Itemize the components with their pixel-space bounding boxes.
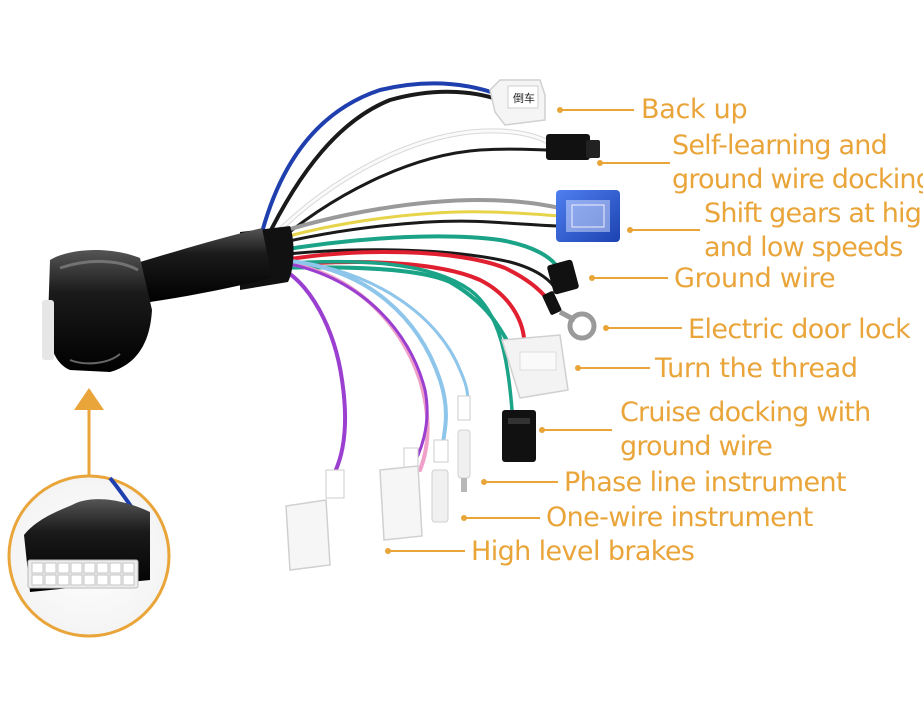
- wire-black-ground: [268, 248, 558, 292]
- cruise-connector: [502, 410, 612, 462]
- label-shift-gears: Shift gears at high and low speeds: [704, 198, 923, 263]
- wire-lightblue-onewire: [280, 258, 448, 450]
- shift-gears-connector: [556, 190, 700, 242]
- self-learning-connector: [546, 134, 670, 166]
- wire-red-doorlock: [270, 249, 550, 302]
- main-connector-boot: [42, 226, 294, 372]
- wire-blue-backup: [258, 81, 502, 242]
- arrow-up-icon: [74, 388, 104, 478]
- phase-line-terminal: [457, 395, 558, 492]
- label-electric-door-lock: Electric door lock: [688, 314, 911, 345]
- wire-purple-brake2: [278, 260, 429, 472]
- turn-thread-connector: [501, 334, 650, 399]
- reverse-tag-text: 倒车: [513, 91, 535, 105]
- wire-black-backup: [263, 89, 507, 244]
- wire-lightblue-phase: [282, 258, 470, 412]
- label-high-level-brakes: High level brakes: [471, 536, 695, 567]
- door-lock-ring-terminal: [542, 291, 682, 341]
- wire-bundle: [258, 81, 562, 474]
- label-self-learning: Self-learning and ground wire docking: [672, 130, 923, 195]
- connector-zoom-inset: [7, 474, 171, 638]
- label-phase-line-instrument: Phase line instrument: [564, 467, 847, 498]
- wire-pink-brake2: [276, 260, 430, 472]
- wire-yellow-shift: [266, 210, 562, 244]
- back-up-connector: 倒车: [489, 79, 634, 126]
- wire-gray-shift: [266, 197, 562, 238]
- label-cruise-docking: Cruise docking with ground wire: [620, 397, 871, 462]
- wire-black-shift: [266, 219, 562, 248]
- one-wire-terminal: [431, 439, 540, 523]
- wire-black-selflearning: [266, 147, 550, 252]
- label-one-wire-instrument: One-wire instrument: [546, 502, 813, 533]
- ground-wire-connector: [547, 259, 668, 295]
- label-ground-wire: Ground wire: [674, 263, 836, 294]
- high-level-brake-connectors: [285, 447, 465, 571]
- label-back-up: Back up: [641, 94, 748, 125]
- wire-green-cruise: [272, 259, 514, 412]
- wire-green-ground: [268, 234, 560, 270]
- wire-purple-brake1: [274, 264, 348, 474]
- label-turn-the-thread: Turn the thread: [655, 353, 858, 384]
